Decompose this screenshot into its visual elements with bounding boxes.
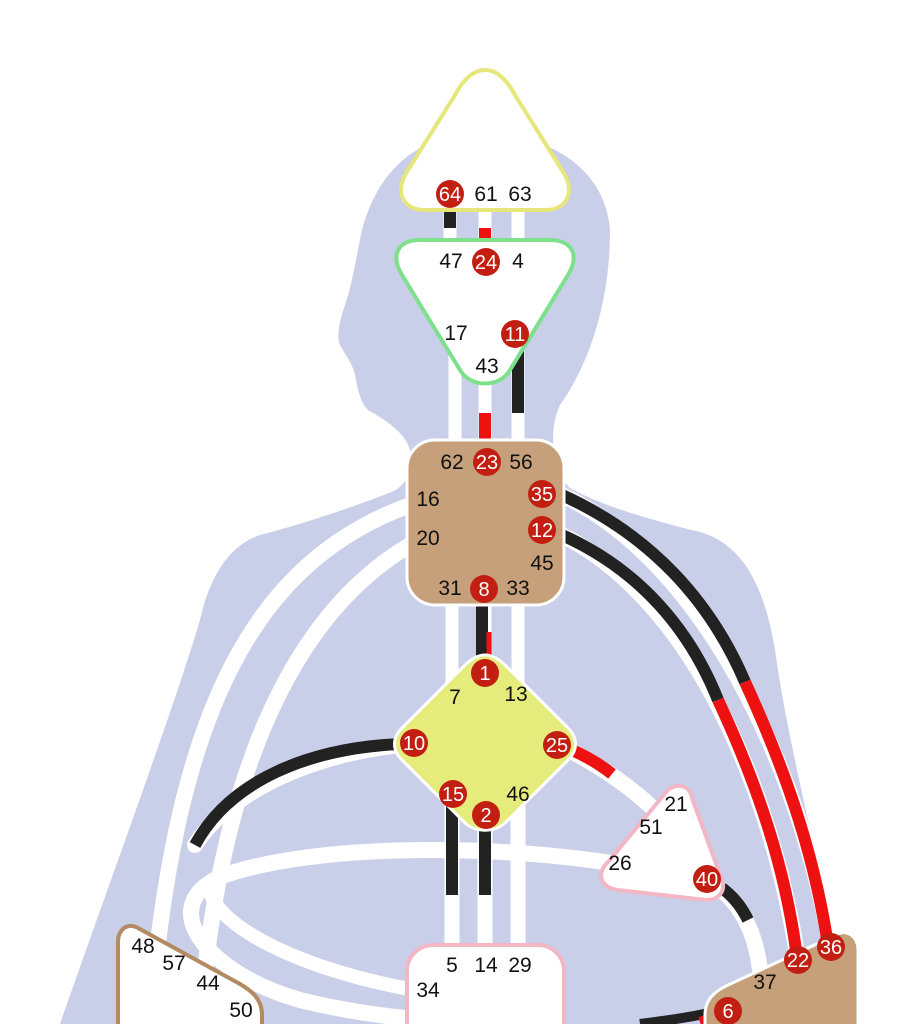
gate-badge [501,320,529,348]
gate-31: 31 [438,577,461,600]
energy-centers [116,67,860,1024]
gate-37: 37 [753,971,776,994]
gate-23: 23 [476,452,498,474]
gate-20: 20 [416,527,439,550]
gate-1: 1 [479,663,490,685]
gate-badge [817,933,845,961]
gate-badge [784,946,812,974]
gate-15: 15 [442,784,464,806]
gate-7: 7 [449,686,461,709]
gate-badge [528,516,556,544]
gate-labels: 64 61 63 47 24 4 17 11 43 62 23 56 16 35… [131,180,845,1024]
gate-48: 48 [131,935,154,958]
gate-50: 50 [229,999,252,1022]
gate-5: 5 [446,954,458,977]
solar-plexus-center [703,931,860,1024]
g-center [393,653,577,832]
gate-badge [439,780,467,808]
ajna-center [394,238,576,386]
gate-24: 24 [475,252,497,274]
activation-12-personality [559,529,724,703]
gate-17: 17 [444,322,467,345]
gate-26: 26 [608,852,631,875]
activation-35-personality [559,489,751,685]
gate-35: 35 [531,484,553,506]
gate-33: 33 [506,577,529,600]
duct-inner-left-arc [192,537,418,1024]
gate-badge [436,180,464,208]
gate-57: 57 [162,952,185,975]
gate-16: 16 [416,488,439,511]
gate-10: 10 [403,733,425,755]
gate-61: 61 [474,183,497,206]
gate-25: 25 [546,735,568,757]
gate-badge [543,731,571,759]
gate-21: 21 [664,793,687,816]
gate-badge [528,480,556,508]
throat-center [405,438,566,607]
gate-badge [693,865,721,893]
gate-6: 6 [722,1001,733,1023]
gate-12: 12 [531,520,553,542]
gate-56: 56 [509,451,532,474]
spleen-center [116,923,264,1024]
activation-36-design [739,679,834,946]
gate-43: 43 [475,355,498,378]
gate-badge [470,575,498,603]
gate-40: 40 [696,869,718,891]
gate-badge [472,801,500,829]
activation-22-design [712,697,802,951]
activation-10-personality [189,738,401,848]
gate-badge [400,729,428,757]
gate-11: 11 [505,324,526,346]
duct-sacral-loop [183,842,658,1024]
gate-badge [471,659,499,687]
gate-badge [714,997,742,1024]
activation-40-personality [718,883,754,923]
gate-2: 2 [480,805,491,827]
gate-13: 13 [504,683,527,706]
head-center [399,67,571,212]
gate-4: 4 [512,250,524,273]
gate-34: 34 [416,979,440,1002]
gate-22: 22 [787,950,809,972]
gate-8: 8 [478,579,489,601]
activation-25-design [569,744,616,779]
gate-51: 51 [639,816,662,839]
gate-46: 46 [506,783,529,806]
gate-29: 29 [508,954,531,977]
ego-center [599,783,725,903]
gate-badge [473,448,501,476]
duct-34-20 [203,883,422,997]
gate-badge [472,248,500,276]
gate-47: 47 [439,250,462,273]
gate-64: 64 [439,184,461,206]
duct-outer-left-arc [142,497,418,1024]
gate-62: 62 [440,451,463,474]
gate-44: 44 [196,972,220,995]
gate-36: 36 [820,937,842,959]
gate-45: 45 [530,552,553,575]
gate-63: 63 [508,183,531,206]
gate-14: 14 [474,954,498,977]
sacral-center [405,943,566,1024]
